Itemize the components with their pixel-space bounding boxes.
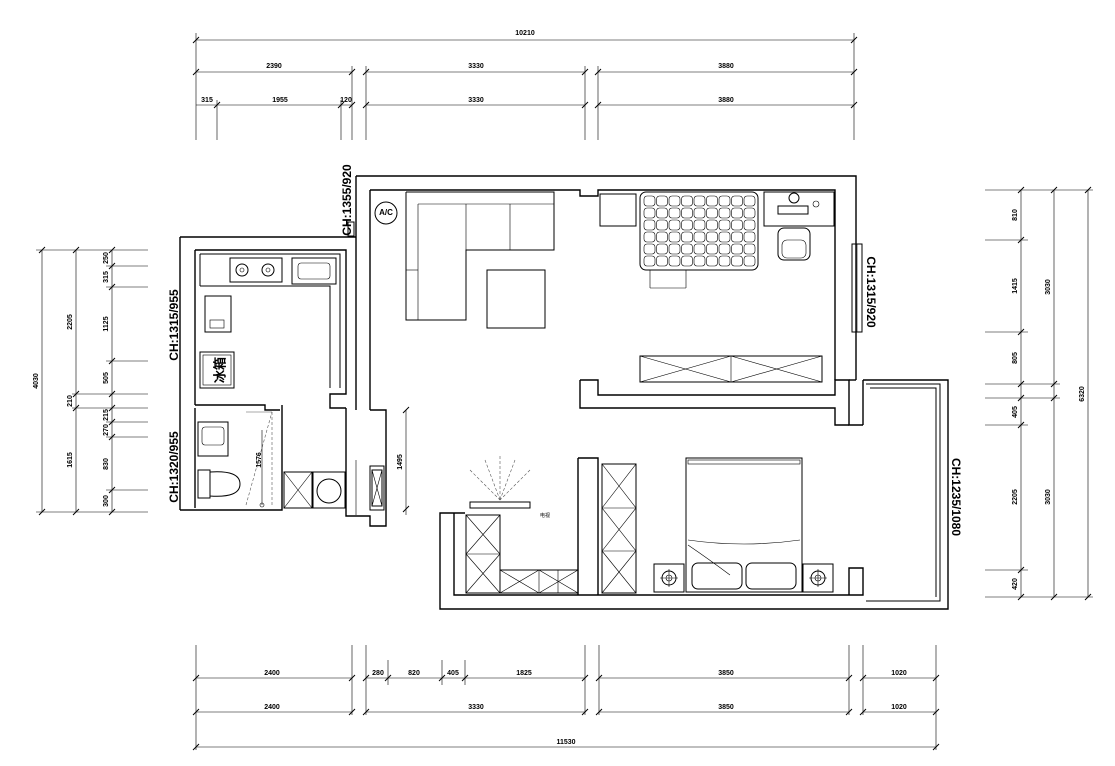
sofa-icon [405, 191, 555, 321]
dim-top-1955: 1955 [272, 97, 288, 104]
dim-left-215: 215 [103, 409, 110, 421]
dim-left-830: 830 [103, 458, 110, 470]
desk [763, 191, 835, 261]
bathroom: 1576 [197, 411, 273, 508]
kitchen: 冰箱 [199, 253, 341, 389]
dim-left-300: 300 [103, 495, 110, 507]
dim-left-1125: 1125 [103, 316, 110, 331]
study-bed [639, 191, 759, 289]
dim-bath-1576: 1576 [256, 452, 263, 468]
dim-right-420: 420 [1012, 578, 1019, 590]
dim-top-3880: 3880 [718, 63, 734, 70]
ch-top: CH:1355/920 [340, 164, 354, 236]
dim-right-6320: 6320 [1079, 386, 1086, 402]
dim-top-120: 120 [340, 97, 352, 104]
dim-right-405: 405 [1012, 406, 1019, 418]
dim-bot-1825: 1825 [516, 670, 532, 677]
dim-right-3030b: 3030 [1045, 489, 1052, 505]
dim-top-2390: 2390 [266, 63, 282, 70]
dim-bot-280: 280 [372, 670, 384, 677]
dim-bot-1020: 1020 [891, 670, 907, 677]
dim-left-270: 270 [103, 424, 110, 436]
chair-icon [777, 227, 811, 261]
cabinet-top [599, 193, 637, 227]
ac-label: A/C [379, 208, 393, 217]
tv-set: 电视 [469, 456, 550, 519]
dim-left-2205: 2205 [67, 314, 74, 330]
wardrobe [601, 463, 637, 594]
fridge-icon: 冰箱 [199, 351, 235, 389]
coffee-table [486, 269, 546, 329]
study-cabinet [639, 355, 823, 383]
dim-left-505: 505 [103, 372, 110, 384]
dim-right-1415: 1415 [1012, 278, 1019, 294]
dim-left-250: 250 [103, 252, 110, 264]
dim-left-4030: 4030 [33, 373, 40, 389]
dim-kitchen-1495: 1495 [397, 454, 404, 470]
dim-bot-405: 405 [447, 670, 459, 677]
dim-left-210: 210 [67, 395, 74, 407]
dim-bot2-1020: 1020 [891, 704, 907, 711]
computer-icon [777, 205, 809, 215]
washer-icon [312, 471, 346, 509]
lamp-icon [653, 563, 685, 593]
dim-right-3030a: 3030 [1045, 279, 1052, 295]
sink-icon [291, 257, 337, 285]
dim-bot-820: 820 [408, 670, 420, 677]
bottom-dimensions: 2400 280 820 405 1825 3850 1020 2400 333… [192, 645, 940, 751]
right-dimensions: 810 1415 805 405 2205 420 3030 3030 6320 [985, 186, 1093, 601]
lamp-icon-right [802, 563, 834, 593]
dim-right-2205: 2205 [1012, 489, 1019, 505]
dim-right-810: 810 [1012, 209, 1019, 221]
top-dimensions: 10210 2390 3330 3880 315 1955 120 3330 3… [192, 30, 858, 140]
dim-bot-2400: 2400 [264, 670, 280, 677]
left-dimensions: 4030 2205 210 1615 250 315 1125 505 215 … [33, 246, 148, 516]
tv-label: 电视 [540, 512, 550, 519]
dim-bot2-3330: 3330 [468, 704, 484, 711]
dim-top-3330b: 3330 [468, 97, 484, 104]
dim-bot2-3850: 3850 [718, 704, 734, 711]
walls [179, 175, 949, 610]
ac-icon [374, 201, 398, 225]
ac-unit: A/C [374, 201, 398, 225]
tv-cabinet [465, 514, 579, 594]
ch-kitchen: CH:1315/955 [167, 289, 181, 361]
dim-left-315: 315 [103, 271, 110, 283]
dim-top-total: 10210 [515, 30, 535, 37]
dim-top-315: 315 [201, 97, 213, 104]
dim-top-3330: 3330 [468, 63, 484, 70]
laundry: 1495 [283, 406, 410, 515]
dim-bot-total: 11530 [556, 739, 575, 746]
dim-left-1615: 1615 [67, 452, 74, 468]
ch-study: CH:1315/920 [864, 256, 878, 328]
dim-right-805: 805 [1012, 352, 1019, 364]
ch-bathroom: CH:1320/955 [167, 431, 181, 503]
stove-icon [229, 257, 283, 283]
ch-balcony: CH:1235/1080 [949, 458, 963, 536]
dim-top-3880b: 3880 [718, 97, 734, 104]
dim-bot-3850: 3850 [718, 670, 734, 677]
dim-bot2-2400: 2400 [264, 704, 280, 711]
toilet-icon [197, 469, 241, 499]
bed-icon [685, 457, 803, 593]
fridge-label: 冰箱 [213, 357, 229, 383]
